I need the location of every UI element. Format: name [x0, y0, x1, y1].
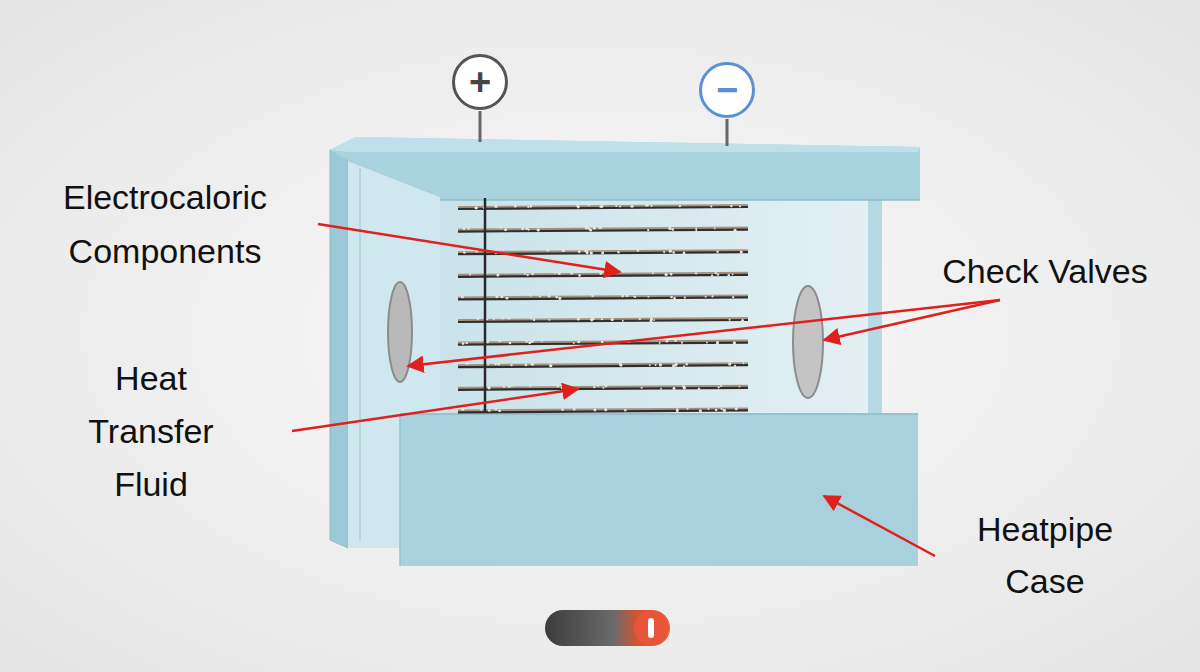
part-label: Heat Transfer Fluid — [72, 352, 230, 511]
case-right-wall — [868, 198, 882, 416]
case-top — [330, 137, 920, 200]
case-interior — [430, 195, 880, 417]
terminal-sign: − — [716, 71, 738, 109]
leader-line — [408, 300, 1000, 366]
terminal-wire — [726, 119, 729, 146]
check-valve — [793, 286, 823, 398]
terminal-wire — [479, 111, 482, 142]
part-label: Electrocaloric Components — [20, 170, 310, 278]
leader-line — [824, 300, 1000, 340]
terminal-sign: + — [469, 63, 491, 101]
part-label: Check Valves — [895, 244, 1195, 298]
part-label: Heatpipe Case — [955, 503, 1135, 607]
leader-lines — [292, 224, 1000, 556]
leader-line — [292, 389, 578, 431]
negative-terminal: − — [699, 62, 755, 118]
electrocaloric-plates — [458, 198, 748, 413]
positive-terminal: + — [452, 54, 508, 110]
case-left-edge — [330, 150, 348, 548]
toggle-switch — [545, 610, 670, 646]
leader-line — [318, 224, 620, 272]
case-bottom — [400, 413, 918, 566]
leader-line — [824, 496, 935, 556]
